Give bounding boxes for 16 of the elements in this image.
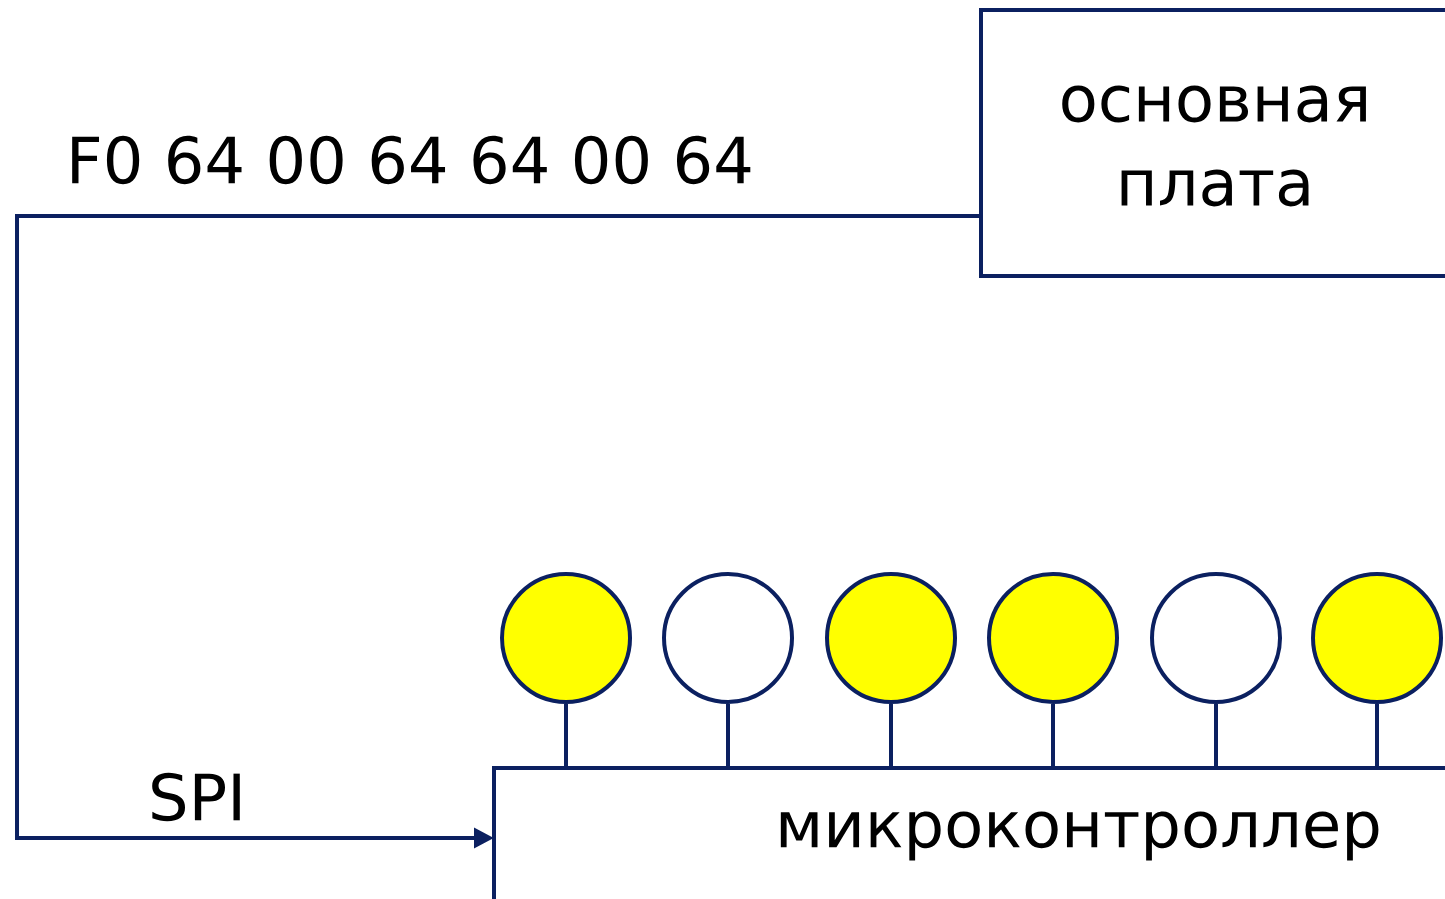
connector-line: [1375, 704, 1379, 768]
circle: [987, 572, 1119, 704]
edge-label: SPI: [152, 772, 240, 822]
circle: [1150, 572, 1282, 704]
connector-line: [564, 704, 568, 768]
connector-line: [726, 704, 730, 768]
text-box: основная плата: [979, 8, 1445, 278]
text-box: микроконтроллер: [492, 766, 1445, 899]
connector-line: [1214, 704, 1218, 768]
circle: [500, 572, 632, 704]
circle: [662, 572, 794, 704]
connector-line: [1051, 704, 1055, 768]
circle: [825, 572, 957, 704]
data-label: F0 64 00 64 64 00 64: [72, 135, 751, 185]
connector-line: [889, 704, 893, 768]
circle: [1311, 572, 1443, 704]
